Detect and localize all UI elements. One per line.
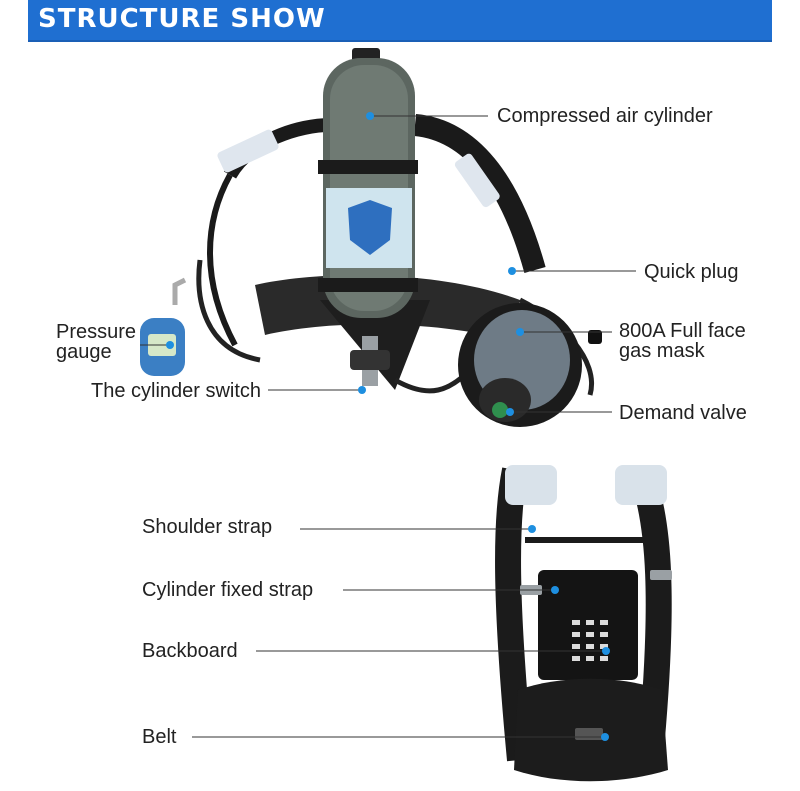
label-quick-plug: Quick plug [644,261,739,283]
left-harness-cord [207,173,238,347]
shield-logo [348,200,392,255]
cylinder-band-bottom [318,278,418,292]
label-full-face-mask-line1: 800A Full face [619,320,746,342]
label-cylinder-switch: The cylinder switch [91,380,262,402]
banner-title: STRUCTURE SHOW [38,4,326,34]
cylinder-band-top [318,160,418,174]
left-lower-cord [196,259,261,363]
right-harness-strap [413,114,546,273]
title-banner: STRUCTURE SHOW [28,0,772,42]
right-reflective-band [454,153,500,208]
label-cylinder-fixed-strap: Cylinder fixed strap [142,579,314,601]
left-shoulder-pad [505,465,557,505]
left-reflective-band [217,129,279,173]
label-belt: Belt [142,726,177,748]
demand-valve-button [492,402,508,418]
demand-valve-body [479,378,531,422]
gauge-hose-fitting [172,277,187,305]
label-pressure-gauge-line1: Pressure [56,321,137,343]
backboard-holes [572,620,608,661]
right-shoulder-pad [615,465,667,505]
leader-lines [140,115,636,738]
label-compressed-air-cylinder: Compressed air cylinder [497,105,713,127]
mask-hose-connector [588,330,602,344]
label-backboard: Backboard [142,640,238,662]
label-shoulder-strap: Shoulder strap [142,516,273,538]
label-pressure-gauge-line2: gauge [56,341,112,363]
right-strap-buckle [650,570,672,580]
cylinder-neck [358,318,382,336]
belt-buckle [575,728,603,740]
marker-dots [166,112,610,741]
cylinder-switch-knob [350,350,390,370]
label-full-face-mask-line2: gas mask [619,340,705,362]
label-demand-valve: Demand valve [619,402,747,424]
